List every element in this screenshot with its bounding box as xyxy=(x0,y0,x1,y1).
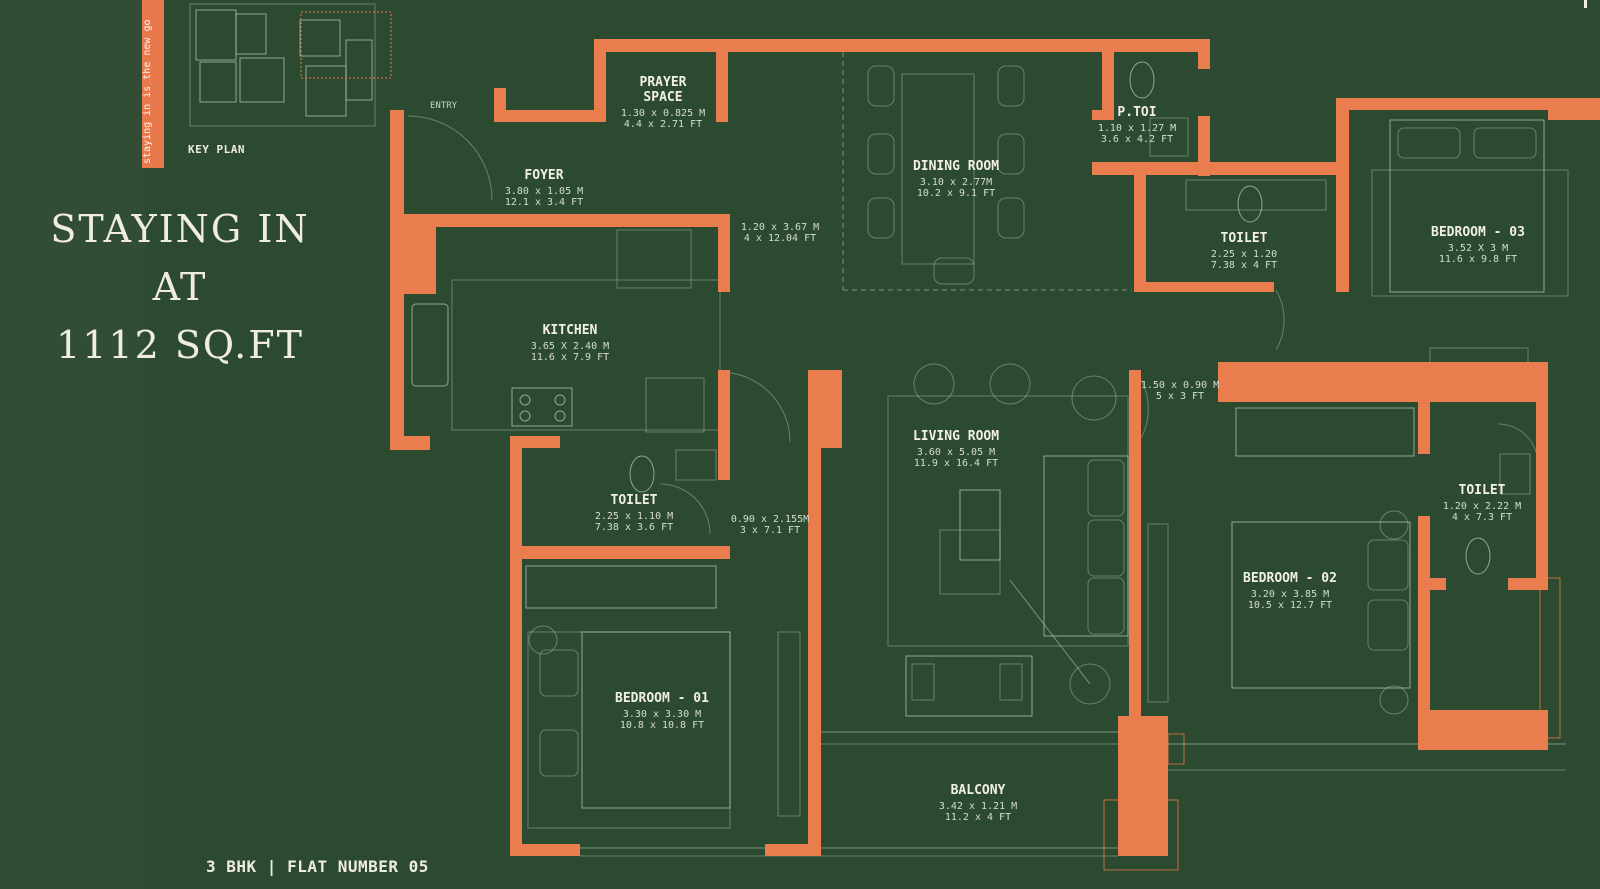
room-dimension: 3.60 x 5.05 M xyxy=(917,447,995,458)
room-dimension: 3.6 x 4.2 FT xyxy=(1101,134,1173,145)
room-label-balcony: BALCONY 3.42 x 1.21 M11.2 x 4 FT xyxy=(939,783,1017,823)
room-dimension: 4 x 7.3 FT xyxy=(1452,512,1512,523)
room-dimension: 11.9 x 16.4 FT xyxy=(914,458,998,469)
headline: STAYING IN AT 1112 SQ.FT xyxy=(20,200,340,374)
left-panel xyxy=(0,0,145,889)
room-dimension: 2.25 x 1.20 xyxy=(1211,249,1277,260)
room-label-passage-1: 1.20 x 3.67 M4 x 12.04 FT xyxy=(741,222,819,244)
room-label-p-toi: P.TOI 1.10 x 1.27 M3.6 x 4.2 FT xyxy=(1098,105,1176,145)
room-name: BEDROOM - 03 xyxy=(1431,225,1525,240)
room-dimension: 3.52 X 3 M xyxy=(1448,243,1508,254)
room-dimension: 12.1 x 3.4 FT xyxy=(505,197,583,208)
room-dimension: 1.50 x 0.90 M xyxy=(1141,380,1219,391)
walls xyxy=(390,39,1600,856)
headline-line-2: 1112 SQ.FT xyxy=(56,323,304,367)
room-label-toilet-top: TOILET 2.25 x 1.207.38 x 4 FT xyxy=(1211,231,1277,271)
room-name: BEDROOM - 01 xyxy=(615,691,709,706)
room-name: TOILET xyxy=(1221,231,1268,246)
room-name: PRAYER xyxy=(640,75,687,90)
room-dimension: 10.8 x 10.8 FT xyxy=(620,720,704,731)
room-dimension: 4 x 12.04 FT xyxy=(744,233,816,244)
room-name: P.TOI xyxy=(1117,105,1156,120)
key-plan-thumbnail xyxy=(189,3,392,127)
room-name: TOILET xyxy=(1459,483,1506,498)
tagline-strip: staying in is the new go xyxy=(142,0,164,168)
room-name: BALCONY xyxy=(951,783,1006,798)
entry-label: ENTRY xyxy=(430,101,458,111)
room-label-kitchen: KITCHEN 3.65 X 2.40 M11.6 x 7.9 FT xyxy=(531,323,609,363)
key-plan-label: KEY PLAN xyxy=(188,143,245,156)
flat-info-label: 3 BHK | FLAT NUMBER 05 xyxy=(206,857,429,876)
room-label-living-room: LIVING ROOM 3.60 x 5.05 M11.9 x 16.4 FT xyxy=(913,429,999,469)
room-name: KITCHEN xyxy=(543,323,598,338)
room-dimension: 10.5 x 12.7 FT xyxy=(1248,600,1332,611)
room-dimension: 10.2 x 9.1 FT xyxy=(917,188,995,199)
room-dimension: 1.20 x 3.67 M xyxy=(741,222,819,233)
room-dimension: 3.20 x 3.85 M xyxy=(1251,589,1329,600)
room-name: SPACE xyxy=(643,90,682,105)
room-dimension: 3.10 x 2.77M xyxy=(920,177,992,188)
room-name: LIVING ROOM xyxy=(913,429,999,444)
room-name: BEDROOM - 02 xyxy=(1243,571,1337,586)
room-label-passage-2: 1.50 x 0.90 M5 x 3 FT xyxy=(1141,380,1219,402)
room-label-bedroom-02: BEDROOM - 02 3.20 x 3.85 M10.5 x 12.7 FT xyxy=(1243,571,1337,611)
room-dimension: 5 x 3 FT xyxy=(1156,391,1204,402)
room-dimension: 3.65 X 2.40 M xyxy=(531,341,609,352)
room-dimension: 3.30 x 3.30 M xyxy=(623,709,701,720)
room-label-toilet-mid: TOILET 2.25 x 1.10 M7.38 x 3.6 FT xyxy=(595,493,673,533)
room-dimension: 11.6 x 9.8 FT xyxy=(1439,254,1517,265)
room-dimension: 4.4 x 2.71 FT xyxy=(624,119,702,130)
room-dimension: 2.25 x 1.10 M xyxy=(595,511,673,522)
room-name: DINING ROOM xyxy=(913,159,999,174)
room-dimension: 0.90 x 2.155M xyxy=(731,514,809,525)
headline-line-1: STAYING IN AT xyxy=(50,207,310,309)
room-dimension: 1.30 x 0.825 M xyxy=(621,108,705,119)
room-dimension: 3 x 7.1 FT xyxy=(740,525,800,536)
room-dimension: 11.6 x 7.9 FT xyxy=(531,352,609,363)
room-dimension: 1.10 x 1.27 M xyxy=(1098,123,1176,134)
room-dimension: 7.38 x 4 FT xyxy=(1211,260,1277,271)
room-dimension: 11.2 x 4 FT xyxy=(945,812,1011,823)
room-label-bedroom-03: BEDROOM - 03 3.52 X 3 M11.6 x 9.8 FT xyxy=(1431,225,1525,265)
room-dimension: 1.20 x 2.22 M xyxy=(1443,501,1521,512)
room-name: TOILET xyxy=(611,493,658,508)
room-dimension: 3.80 x 1.05 M xyxy=(505,186,583,197)
room-label-foyer: FOYER 3.80 x 1.05 M12.1 x 3.4 FT xyxy=(505,168,583,208)
room-name: FOYER xyxy=(524,168,563,183)
corner-mark xyxy=(1584,0,1587,8)
room-dimension: 7.38 x 3.6 FT xyxy=(595,522,673,533)
room-label-toilet-right: TOILET 1.20 x 2.22 M4 x 7.3 FT xyxy=(1443,483,1521,523)
room-dimension: 3.42 x 1.21 M xyxy=(939,801,1017,812)
room-label-bedroom-01: BEDROOM - 01 3.30 x 3.30 M10.8 x 10.8 FT xyxy=(615,691,709,731)
